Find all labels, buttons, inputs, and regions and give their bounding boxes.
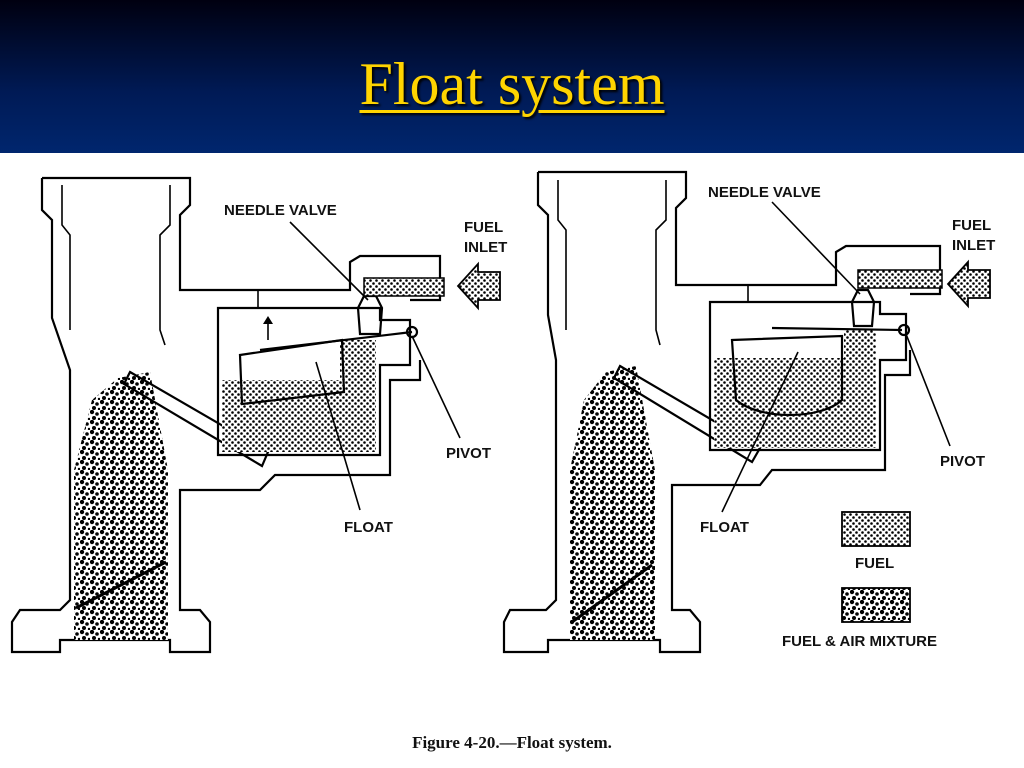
legend: FUEL FUEL & AIR MIXTURE (782, 511, 937, 650)
left-fuel-inlet-arrow (456, 261, 501, 311)
title-bar: Float system (0, 0, 1024, 153)
legend-fuel-swatch (841, 511, 911, 547)
right-needle-valve-label: NEEDLE VALVE (708, 184, 821, 201)
left-float-arm (259, 330, 413, 352)
left-venturi (61, 185, 171, 346)
float-system-figure: NEEDLE VALVE FUEL INLET PIVOT FLOAT NEED… (10, 170, 995, 654)
right-venturi (557, 180, 667, 346)
left-throttle-plate (75, 560, 167, 610)
left-needle (356, 294, 384, 336)
right-float-leader (721, 351, 799, 513)
right-carburetor-body (502, 170, 942, 654)
right-mixture-column (570, 366, 655, 640)
right-float-arm (771, 326, 903, 332)
left-vent-arrowhead (263, 316, 273, 324)
left-chamber-fuel-step (340, 340, 376, 380)
right-float (730, 334, 844, 416)
left-carburetor-diagram: NEEDLE VALVE FUEL INLET PIVOT FLOAT (10, 176, 507, 654)
left-float-label: FLOAT (344, 519, 393, 536)
right-needle-leader (771, 201, 861, 295)
left-fuel-inlet-label-2: INLET (464, 239, 507, 256)
right-fuel-inlet-label-1: FUEL (952, 217, 991, 234)
right-pivot-label: PIVOT (940, 453, 985, 470)
left-needle-valve-label: NEEDLE VALVE (224, 202, 337, 219)
left-pivot-leader (411, 335, 461, 439)
left-carburetor-body (10, 176, 442, 654)
left-float-leader (315, 361, 361, 511)
right-pivot-leader (905, 333, 951, 447)
right-float-label: FLOAT (700, 519, 749, 536)
legend-fuel-label: FUEL (855, 555, 894, 572)
left-chamber-fuel (222, 380, 376, 452)
right-throttle-plate (571, 563, 653, 624)
right-needle (850, 288, 876, 328)
left-pivot-label: PIVOT (446, 445, 491, 462)
right-chamber-fuel-step (844, 330, 876, 360)
slide-title: Float system (359, 51, 665, 117)
left-fuel-inlet-label-1: FUEL (464, 219, 503, 236)
left-inlet-passage (363, 277, 445, 297)
right-fuel-inlet-label-2: INLET (952, 237, 995, 254)
right-pivot (897, 323, 911, 337)
left-needle-leader (289, 221, 369, 301)
figure-caption: Figure 4-20.—Float system. (412, 733, 612, 752)
right-discharge-nozzle (612, 364, 762, 464)
right-inlet-passage (857, 269, 943, 289)
legend-mixture-label: FUEL & AIR MIXTURE (782, 633, 937, 650)
right-float-chamber (708, 300, 908, 452)
right-carburetor-diagram: NEEDLE VALVE FUEL INLET PIVOT FLOAT (502, 170, 995, 654)
left-float-chamber (216, 306, 412, 457)
right-fuel-inlet-arrow (946, 259, 991, 309)
legend-mixture-swatch (841, 587, 911, 623)
left-mixture-column (74, 372, 168, 640)
